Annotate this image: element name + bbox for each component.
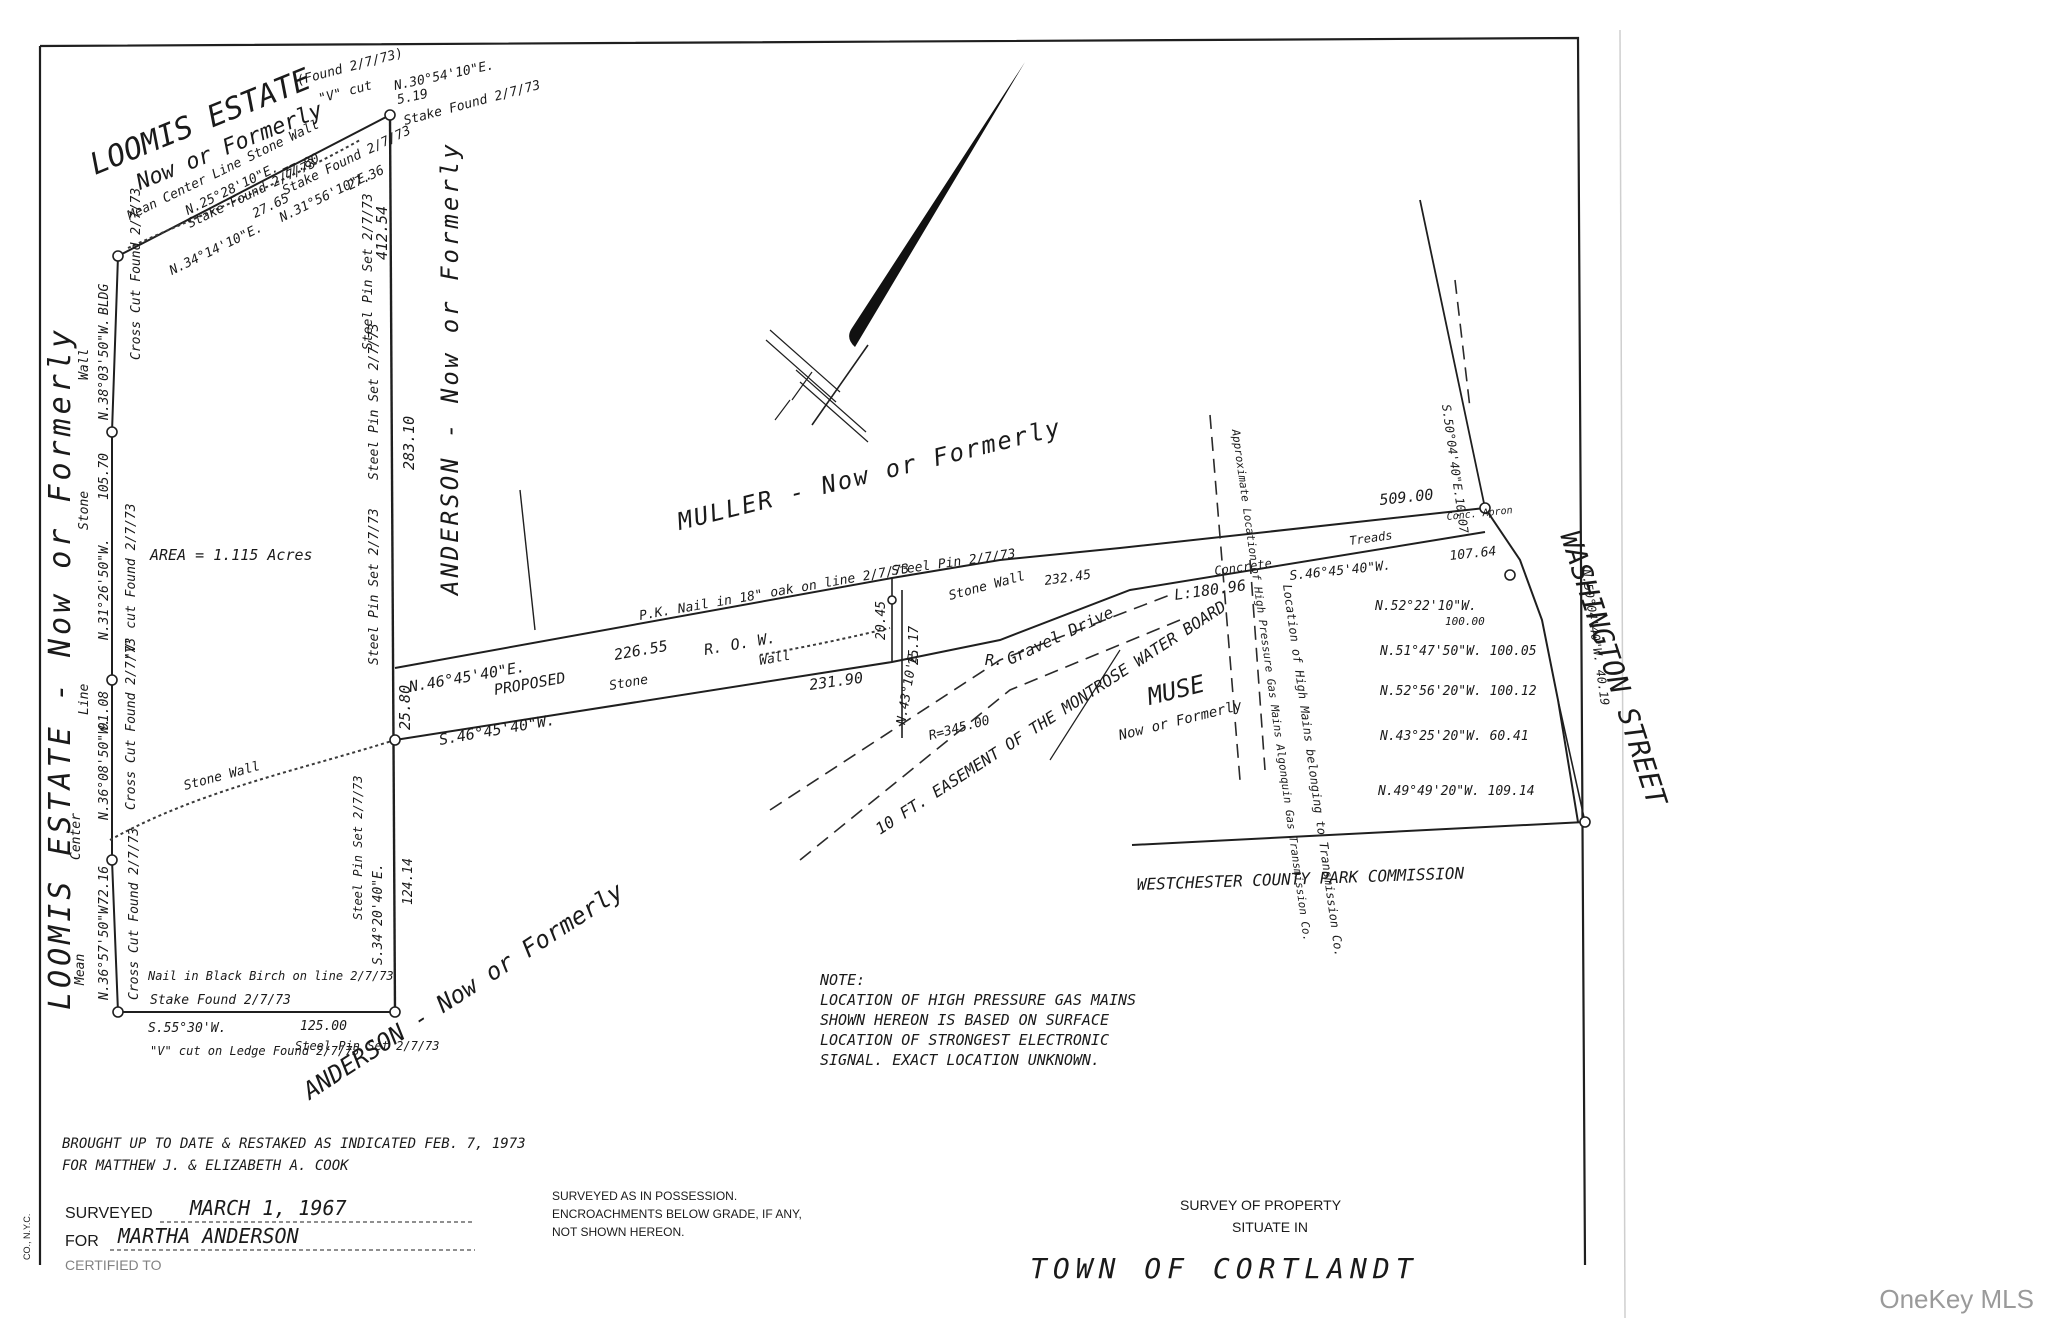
label-wall: Wall [758,649,791,669]
label-bearing-n38: N.38°03'50"W. [97,318,112,421]
footer-update-1: BROUGHT UP TO DATE & RESTAKED AS INDICAT… [62,1136,526,1152]
label-bearing-n51: N.51°47'50"W. 100.05 [1379,644,1537,659]
survey-title-2: SITUATE IN [1232,1219,1308,1235]
note-line-2: LOCATION OF HIGH PRESSURE GAS MAINS [820,991,1136,1009]
note-line-4: LOCATION OF STRONGEST ELECTRONIC [820,1031,1109,1049]
gas-main-line-2 [1249,559,1266,771]
label-cross-cut-2: Cross Cut Found 2/7/73 [124,638,139,810]
label-steel-pin-1: Steel Pin Set 2/7/73 [361,193,376,350]
label-dist-28310: 283.10 [400,416,418,470]
label-bearing-n52b: N.52°56'20"W. 100.12 [1379,684,1537,699]
for-label: FOR [65,1233,99,1250]
label-steel-pin-low: Steel Pin Set 2/7/73 [351,776,365,921]
label-dist-7216: 72.16 [97,866,112,905]
label-area: AREA = 1.115 Acres [149,546,313,564]
monument-markers [106,109,1591,1018]
label-dist-23245: 232.45 [1043,568,1092,589]
label-bearing-n52a: N.52°22'10"W. [1374,599,1477,614]
label-dist-10000: 100.00 [1445,615,1485,628]
label-v-cut-ledge: "V" cut on Ledge Found 2/7/73 [150,1044,360,1058]
label-wall-left: Wall [77,349,92,380]
footer-block: BROUGHT UP TO DATE & RESTAKED AS INDICAT… [22,1136,1419,1285]
label-r-gravel: R. [985,651,1003,669]
owner-loomis-left: LOOMIS ESTATE - Now or Formerly [43,326,78,1010]
possession-1: SURVEYED AS IN POSSESSION. [552,1189,737,1203]
label-bearing-s34: S.34°20'40"E. [371,863,386,965]
label-v-cut-left: "V" cut Found 2/7/73 [124,503,139,660]
label-bearing-n36b: N.36°57'50"W. [97,898,112,1001]
label-cross-cut-3: Cross Cut Found 2/7/73 [127,828,142,1000]
label-stone: Stone [608,672,649,694]
label-dist-2045: 20.45 [874,601,889,640]
label-dist-50900: 509.00 [1379,485,1435,509]
stone-wall-right [759,627,891,656]
certified-label: CERTIFIED TO [65,1257,162,1273]
surveyed-value: MARCH 1, 1967 [189,1196,347,1220]
label-line-left: Line [77,684,92,715]
side-code: CO., N.Y.C. [22,1214,32,1260]
possession-2: ENCROACHMENTS BELOW GRADE, IF ANY, [552,1207,802,1221]
label-dist-41254: 412.54 [373,206,391,260]
north-arrow-icon [765,62,1025,443]
misc-line [519,489,536,631]
label-bearing-s55: S.55°30'W. [148,1021,226,1036]
label-bearing-n31w: N.31°26'50"W. [97,538,112,641]
label-bearing-n36: N.36°08'50"W. [97,718,112,821]
easement-line-1 [769,594,1171,811]
label-mean-left: Mean [73,954,88,986]
label-dist-2580: 25.80 [396,685,414,730]
for-value: MARTHA ANDERSON [117,1224,300,1248]
label-treads: Treads [1348,528,1393,548]
surveyed-label: SURVEYED [65,1205,153,1222]
stone-wall-line [109,739,396,841]
label-dist-12500: 125.00 [300,1019,347,1034]
map-frame [39,36,1587,1266]
label-stone-left: Stone [77,491,92,530]
stone-wall-top [127,139,361,249]
label-steel-pin-bot: Steel Pin Set 2/7/73 [295,1039,440,1053]
label-dist-10764: 107.64 [1449,544,1497,564]
label-cross-cut-1: Cross Cut Found 2/7/73 [129,188,144,360]
label-dist-2517: 25.17 [907,626,922,665]
label-center-left: Center [69,813,84,860]
label-dist-12414: 124.14 [401,858,416,905]
survey-title-1: SURVEY OF PROPERTY [1180,1197,1342,1213]
footer-update-2: FOR MATTHEW J. & ELIZABETH A. COOK [62,1158,350,1174]
possession-3: NOT SHOWN HEREON. [552,1225,684,1239]
label-stake-found-bot: Stake Found 2/7/73 [150,993,291,1008]
gravel-drive-edge [1049,649,1121,761]
survey-town: TOWN OF CORTLANDT [1030,1252,1419,1285]
note-line-3: SHOWN HEREON IS BASED ON SURFACE [820,1011,1109,1029]
property-boundary [111,114,1586,1013]
label-dist-9108: 91.08 [97,691,112,730]
note-line-1: NOTE: [819,971,865,989]
label-bldg: BLDG [97,284,112,315]
gas-main-line-1 [1209,414,1241,781]
note-block: NOTE: LOCATION OF HIGH PRESSURE GAS MAIN… [819,971,1136,1069]
label-bearing-n43: N.43°25'20"W. 60.41 [1379,729,1529,744]
label-dist-10570: 105.70 [97,453,112,500]
owner-anderson-mid: ANDERSON - Now or Formerly [436,141,464,597]
page-edge [1619,29,1626,1319]
label-bearing-n49: N.49°49'20"W. 109.14 [1377,784,1535,799]
label-nail-birch: Nail in Black Birch on line 2/7/73 [147,969,394,983]
label-dist-top-right: 5.19 [396,87,430,108]
label-steel-pin-2: Steel Pin Set 2/7/73 [367,323,382,480]
easement-line-2 [799,619,1181,861]
label-steel-pin-3: Steel Pin Set 2/7/73 [367,508,382,665]
note-line-5: SIGNAL. EXACT LOCATION UNKNOWN. [820,1051,1100,1069]
watermark: OneKey MLS [1879,1284,2034,1314]
